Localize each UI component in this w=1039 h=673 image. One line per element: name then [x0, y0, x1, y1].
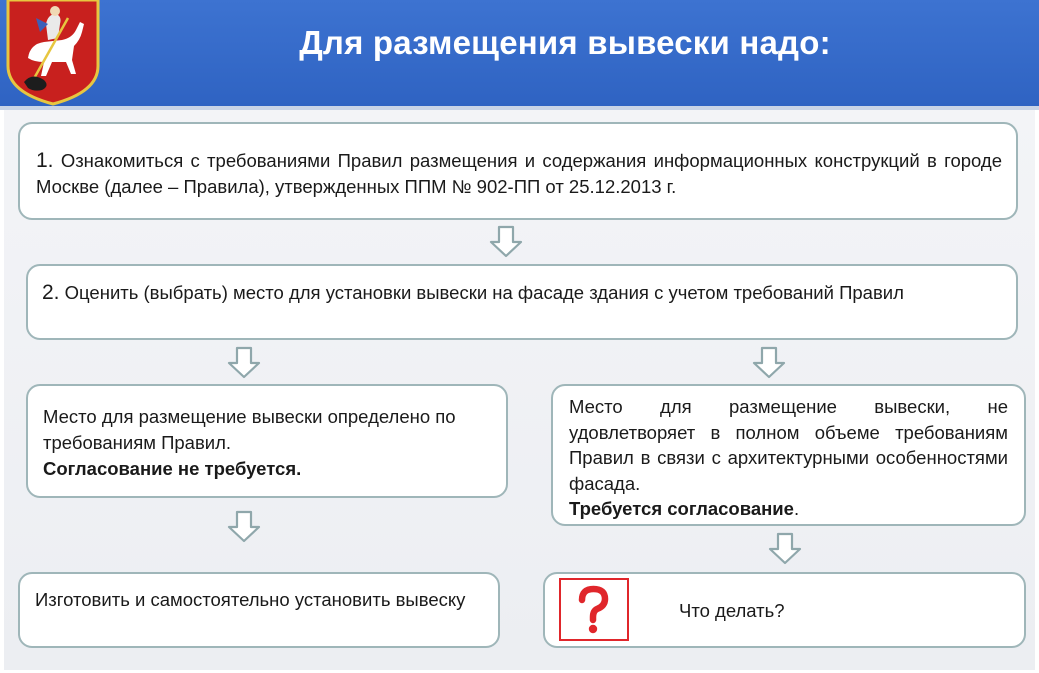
down-arrow-icon [752, 346, 786, 379]
branch-right-box: Место для размещение вывески, не удовлет… [551, 384, 1026, 526]
moscow-coat-of-arms-icon [6, 0, 100, 106]
step-1-text: Ознакомиться с требованиями Правил разме… [36, 150, 1002, 197]
down-arrow-icon [227, 346, 261, 379]
outcome-left-text: Изготовить и самостоятельно установить в… [35, 589, 466, 610]
branch-left-box: Место для размещение вывески определено … [26, 384, 508, 498]
header-bar [0, 0, 1039, 106]
down-arrow-icon [489, 225, 523, 258]
down-arrow-icon [227, 510, 261, 543]
branch-left-bold: Согласование не требуется. [43, 458, 302, 479]
step-2-text: Оценить (выбрать) место для установки вы… [64, 282, 904, 303]
outcome-right-text: Что делать? [679, 600, 785, 621]
header-divider [0, 106, 1039, 110]
step-2-box: 2. Оценить (выбрать) место для установки… [26, 264, 1018, 340]
branch-right-text: Место для размещение вывески, не удовлет… [569, 396, 1008, 494]
question-mark-icon [559, 578, 629, 641]
step-1-box: 1. Ознакомиться с требованиями Правил ра… [18, 122, 1018, 220]
step-1-number: 1. [36, 149, 54, 172]
branch-right-suffix: . [793, 498, 800, 519]
step-2-number: 2. [42, 281, 60, 304]
down-arrow-icon [768, 532, 802, 565]
outcome-left-box: Изготовить и самостоятельно установить в… [18, 572, 500, 648]
branch-left-text: Место для размещение вывески определено … [43, 406, 456, 453]
outcome-right-box: Что делать? [543, 572, 1026, 648]
branch-right-bold: Требуется согласование [569, 498, 794, 519]
page-title: Для размещения вывески надо: [299, 24, 831, 61]
